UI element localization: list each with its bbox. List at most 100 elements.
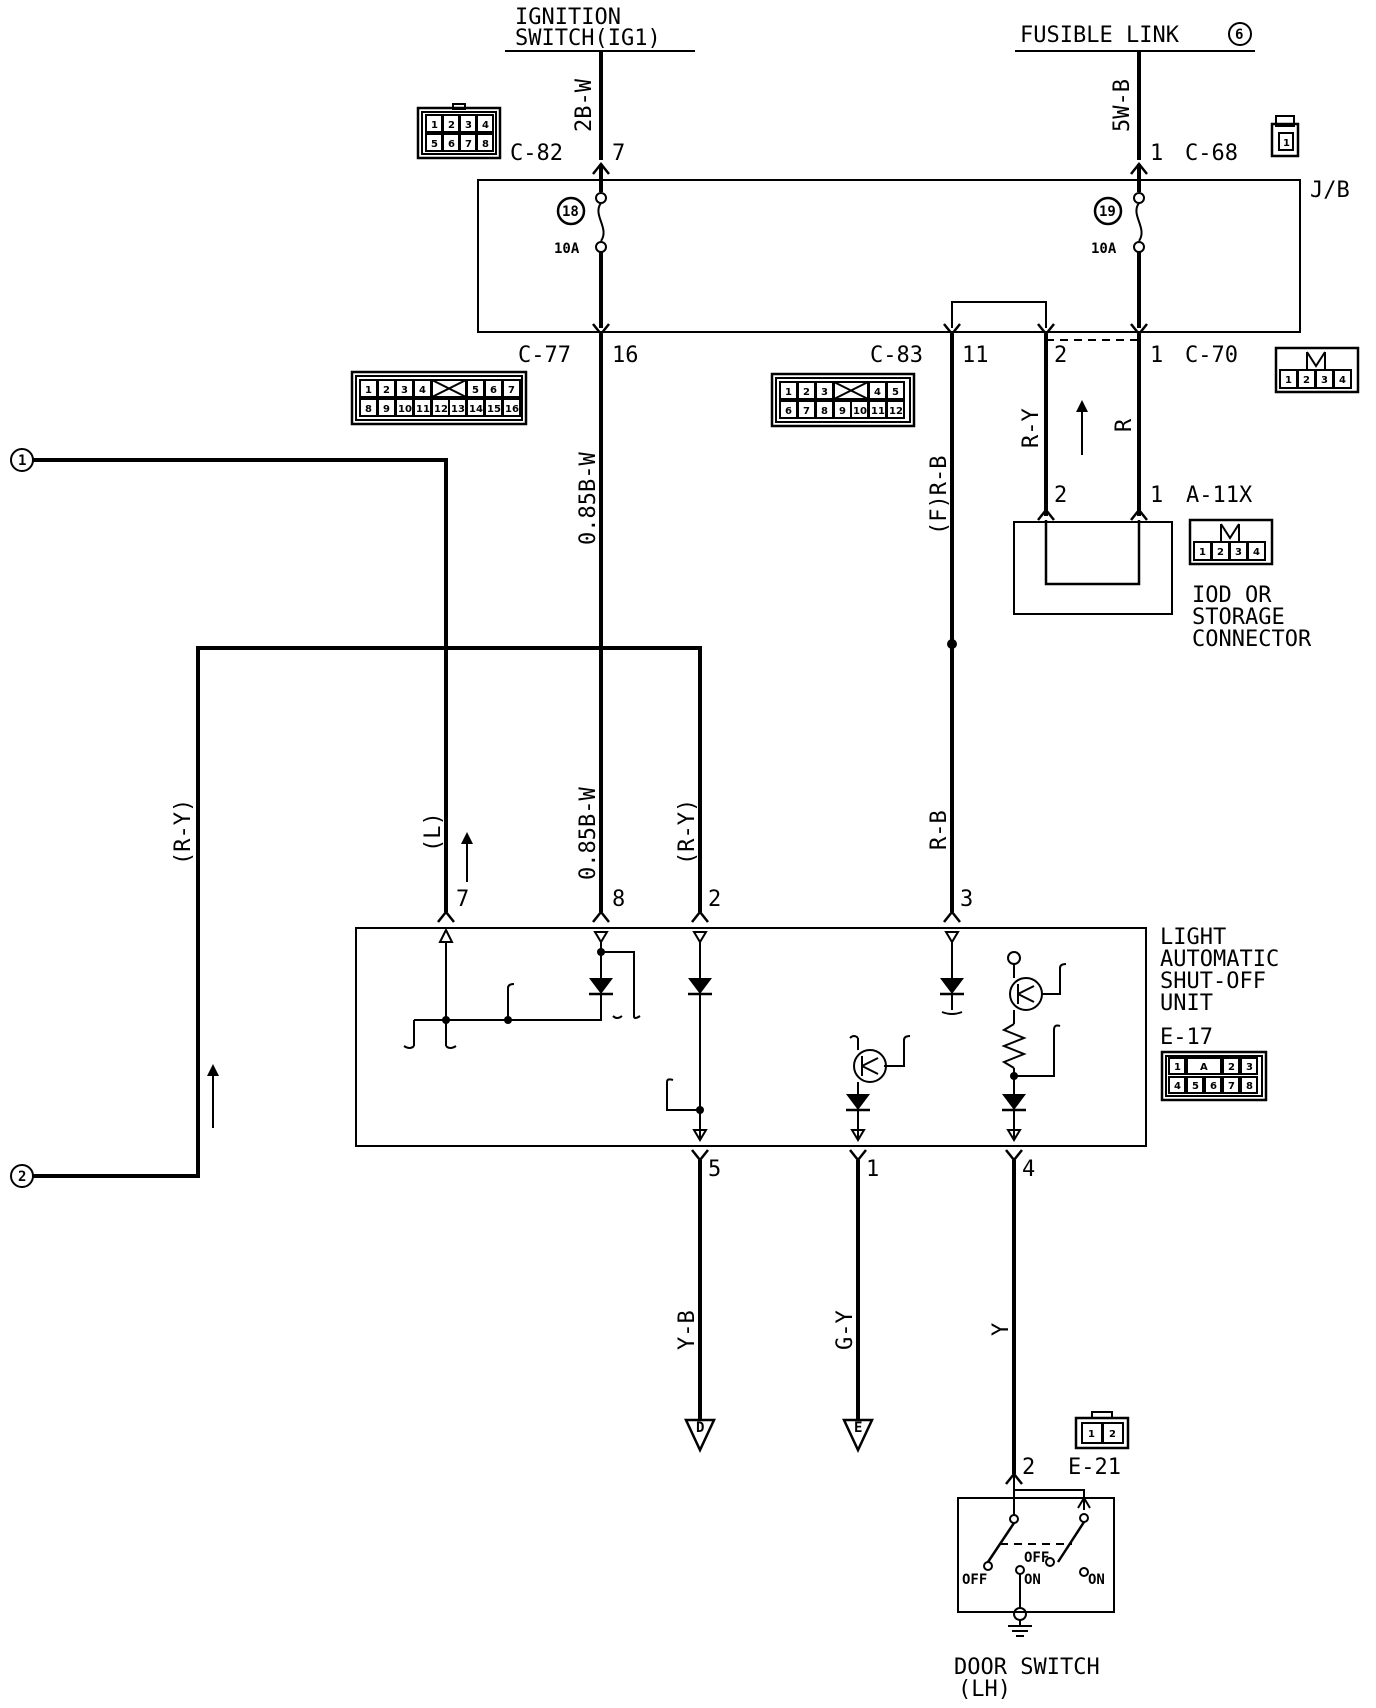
arrow-u2 xyxy=(691,909,709,923)
c68-connector-icon: 1 xyxy=(1270,115,1300,158)
u4-resistor xyxy=(1001,1023,1027,1069)
u3-jump xyxy=(941,1011,963,1015)
arrow-u4 xyxy=(1005,1149,1023,1163)
svg-text:1: 1 xyxy=(1199,547,1206,558)
u5-terminal xyxy=(692,1129,708,1142)
ground-e-label: E xyxy=(854,1420,862,1436)
u4-diode xyxy=(1002,1094,1026,1110)
u3-terminal xyxy=(944,931,960,944)
svg-text:1: 1 xyxy=(1285,375,1292,386)
jb-internal-link xyxy=(951,301,1047,328)
ground-d xyxy=(684,1418,716,1453)
svg-text:1: 1 xyxy=(1174,1062,1181,1073)
u3-pin: 3 xyxy=(960,887,973,912)
c70-pin2: 2 xyxy=(1054,343,1067,368)
wire-in7 xyxy=(33,458,448,912)
wire-ry-label: R-Y xyxy=(1019,408,1044,448)
a11x-pin1: 1 xyxy=(1150,483,1163,508)
fuse18-rating: 10A xyxy=(554,241,580,257)
arrow-u3 xyxy=(943,909,961,923)
door-switch-top-1 xyxy=(1009,1514,1019,1524)
svg-text:4: 4 xyxy=(1174,1081,1181,1092)
svg-text:4: 4 xyxy=(482,120,489,131)
arrow-a11x-1 xyxy=(1130,507,1148,521)
jb-label: J/B xyxy=(1310,178,1350,203)
svg-text:4: 4 xyxy=(1253,547,1260,558)
u7-jump-3 xyxy=(445,1045,457,1049)
svg-text:3: 3 xyxy=(401,385,408,396)
u4-terminal xyxy=(1006,1129,1022,1142)
svg-text:5: 5 xyxy=(1192,1081,1199,1092)
door-switch-on-1: ON xyxy=(1024,1572,1041,1588)
svg-text:12: 12 xyxy=(434,404,448,415)
door-switch-top-2 xyxy=(1079,1513,1089,1523)
svg-text:A: A xyxy=(1200,1062,1208,1073)
u1-transistor-stub xyxy=(849,1035,859,1039)
svg-text:3: 3 xyxy=(465,120,472,131)
u4-transistor xyxy=(1009,977,1043,1011)
ground-icon xyxy=(1008,1625,1032,1637)
arrow-u7 xyxy=(437,909,455,923)
fusible-link-number-circle xyxy=(1228,22,1252,46)
svg-text:7: 7 xyxy=(465,139,472,150)
svg-text:10: 10 xyxy=(853,406,867,417)
svg-text:1: 1 xyxy=(1283,138,1290,149)
svg-text:5: 5 xyxy=(472,385,479,396)
c83-pin: 11 xyxy=(962,343,989,368)
u4-branch xyxy=(1014,1024,1061,1077)
junction-block xyxy=(477,179,1301,333)
svg-text:6: 6 xyxy=(1210,1081,1217,1092)
unit-label-3: SHUT-OFF xyxy=(1160,969,1266,994)
ignition-switch-label-1: IGNITION xyxy=(515,5,621,30)
fuse19 xyxy=(1135,202,1143,242)
svg-text:4: 4 xyxy=(419,385,426,396)
svg-text:8: 8 xyxy=(482,139,489,150)
u7-internal xyxy=(413,942,602,1046)
u4-pin: 4 xyxy=(1022,1157,1035,1182)
wire-in2-label: (R-Y) xyxy=(675,799,700,865)
svg-text:9: 9 xyxy=(839,406,846,417)
svg-text:3: 3 xyxy=(821,387,828,398)
c83-label: C-83 xyxy=(870,343,923,368)
svg-text:5: 5 xyxy=(892,387,899,398)
svg-text:7: 7 xyxy=(803,406,810,417)
svg-text:2: 2 xyxy=(1303,375,1310,386)
fuse18-bottom-terminal xyxy=(595,241,607,253)
u7-jump-1 xyxy=(507,983,515,1020)
a11x-label: A-11X xyxy=(1186,483,1253,508)
svg-text:4: 4 xyxy=(874,387,881,398)
ground-e xyxy=(842,1418,874,1453)
u1-terminal xyxy=(850,1129,866,1142)
u8-pin: 8 xyxy=(612,887,625,912)
ground-d-label: D xyxy=(696,1420,704,1436)
fuse18-number-circle xyxy=(556,196,586,226)
svg-text:15: 15 xyxy=(487,404,501,415)
current-arrowhead-left xyxy=(207,1064,219,1076)
c68-pin: 1 xyxy=(1150,141,1163,166)
svg-text:1: 1 xyxy=(431,120,438,131)
door-switch-contact-off-1 xyxy=(983,1561,993,1571)
door-switch-box xyxy=(957,1497,1115,1613)
svg-text:3: 3 xyxy=(1246,1062,1253,1073)
u3-diode xyxy=(940,978,964,994)
svg-text:2: 2 xyxy=(383,385,390,396)
wire-ig-label: 2B-W xyxy=(572,78,597,132)
u7-jump-2 xyxy=(403,1045,415,1049)
c68-label: C-68 xyxy=(1185,141,1238,166)
fuse19-number-circle xyxy=(1093,196,1123,226)
u1-pin: 1 xyxy=(866,1157,879,1182)
iod-label-2: STORAGE xyxy=(1192,605,1285,630)
u2-terminal xyxy=(692,931,708,944)
current-arrowhead-ry xyxy=(1076,400,1088,412)
arrow-u8 xyxy=(592,909,610,923)
u4-transistor-inner xyxy=(1017,984,1035,1004)
svg-text:12: 12 xyxy=(889,406,903,417)
fuse19-top-terminal xyxy=(1133,192,1145,204)
iod-jumper xyxy=(1044,520,1141,586)
c77-label: C-77 xyxy=(518,343,571,368)
door-switch-line-2 xyxy=(1014,1489,1085,1510)
